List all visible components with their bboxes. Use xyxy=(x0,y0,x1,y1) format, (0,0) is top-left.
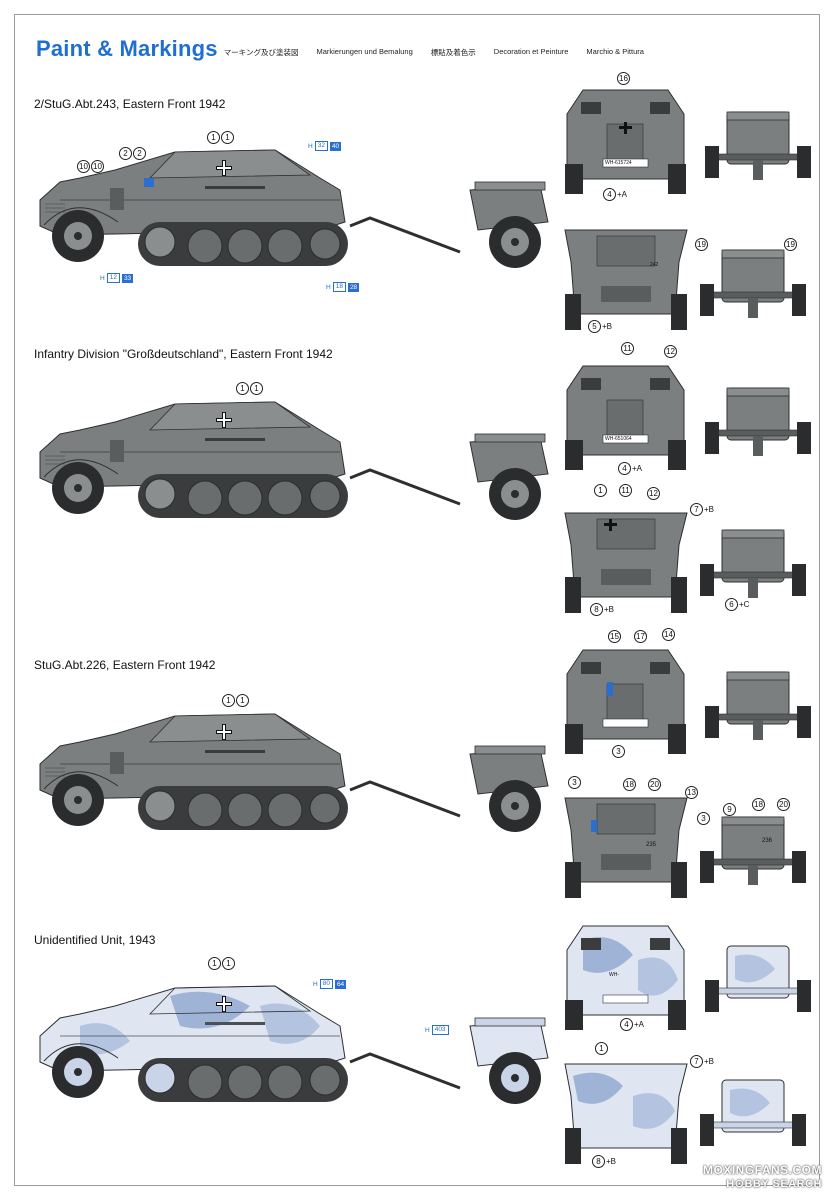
rear-number: 235 xyxy=(646,842,657,848)
front-view xyxy=(564,649,687,755)
trailer-rear-view-camo xyxy=(700,1079,806,1147)
marking-callout: 3 xyxy=(568,776,582,789)
front-view xyxy=(564,89,687,195)
subtitle-ja: マーキング及び塗装図 xyxy=(223,48,299,57)
marking-callout: 11 xyxy=(619,484,633,497)
marking-callout: 4+A xyxy=(603,188,627,201)
section-title: Infantry Division "Großdeutschland", Eas… xyxy=(34,347,333,361)
front-view xyxy=(564,365,687,471)
side-view-halftrack xyxy=(38,712,550,834)
rear-view xyxy=(564,229,688,331)
marking-callout: 20 xyxy=(777,798,791,811)
rear-view xyxy=(564,797,688,899)
marking-callout: 18 xyxy=(752,798,766,811)
header: Paint & Markings マーキング及び塗装図 Markierungen… xyxy=(36,30,644,62)
trailer-rear-view xyxy=(700,816,806,886)
trailer-front-view xyxy=(705,671,811,741)
subtitle-zh: 標貼及着色示 xyxy=(430,48,476,57)
title-translations: マーキング及び塗装図 Markierungen und Bemalung 標貼及… xyxy=(224,47,644,58)
subtitle-it: Marchio & Pittura xyxy=(586,47,644,56)
trailer-front-view-camo xyxy=(705,945,811,1013)
marking-callout: 1 xyxy=(595,1042,609,1055)
watermark: MOXINGFANS.COM H⊙BBY SEARCH xyxy=(703,1163,822,1190)
trailer-rear-view xyxy=(700,529,806,599)
side-view-halftrack xyxy=(38,400,550,522)
marking-callout: 1 xyxy=(594,484,608,497)
marking-callout: 8+B xyxy=(590,603,614,616)
section-title: 2/StuG.Abt.243, Eastern Front 1942 xyxy=(34,97,226,111)
trailer-number: 236 xyxy=(762,838,773,844)
watermark-line2: H⊙BBY SEARCH xyxy=(726,1178,822,1190)
license-plate: WH- xyxy=(609,972,619,978)
marking-callout: 19 xyxy=(784,238,798,251)
marking-callout: 7+B xyxy=(690,503,714,516)
watermark-line1: MOXINGFANS.COM xyxy=(702,1163,822,1177)
marking-callout: 3 xyxy=(697,812,711,825)
marking-callout: 11 xyxy=(621,342,635,355)
rear-view-camo xyxy=(564,1063,688,1165)
license-plate: WH-615724 xyxy=(605,160,632,166)
marking-callout: 12 xyxy=(647,487,661,500)
marking-callout: 15 xyxy=(608,630,622,643)
rear-number: 242 xyxy=(650,262,659,268)
section-title: StuG.Abt.226, Eastern Front 1942 xyxy=(34,658,216,672)
marking-callout: 17 xyxy=(634,630,648,643)
side-view-halftrack-camo xyxy=(38,984,550,1106)
subtitle-de: Markierungen und Bemalung xyxy=(316,47,413,56)
marking-callout: 19 xyxy=(695,238,709,251)
section-title: Unidentified Unit, 1943 xyxy=(34,933,156,947)
marking-callout: 20 xyxy=(648,778,662,791)
marking-callout: 3 xyxy=(612,745,626,758)
marking-callout: 4+A xyxy=(620,1018,644,1031)
marking-callout: 13 xyxy=(685,786,699,799)
side-view-halftrack xyxy=(38,148,550,270)
marking-callout: 9 xyxy=(723,803,737,816)
rear-view xyxy=(564,512,688,614)
marking-callout: 16 xyxy=(617,72,631,85)
license-plate: WH-651064 xyxy=(605,436,632,442)
marking-callout: 14 xyxy=(662,628,676,641)
subtitle-fr: Decoration et Peinture xyxy=(493,47,569,56)
page-title: Paint & Markings xyxy=(36,36,218,61)
trailer-rear-view xyxy=(700,249,806,319)
trailer-front-view xyxy=(705,387,811,457)
marking-callout: 4+A xyxy=(618,462,642,475)
marking-callout: 8+B xyxy=(592,1155,616,1168)
marking-callout: 5+B xyxy=(588,320,612,333)
front-view-camo xyxy=(564,925,687,1031)
marking-callout: 7+B xyxy=(690,1055,714,1068)
marking-callout: 6+C xyxy=(725,598,749,611)
marking-callout: 18 xyxy=(623,778,637,791)
marking-callout: 12 xyxy=(664,345,678,358)
page-frame xyxy=(14,14,820,1186)
trailer-front-view xyxy=(705,111,811,181)
